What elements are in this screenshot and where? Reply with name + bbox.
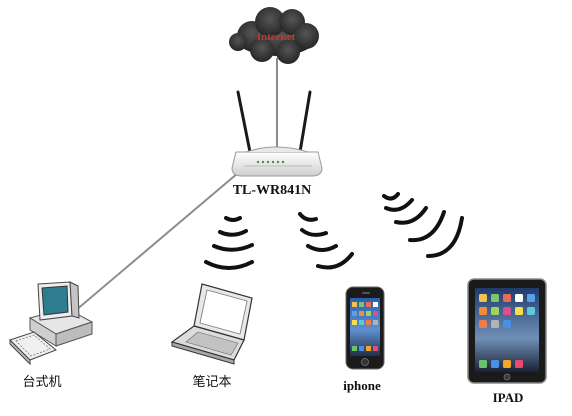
wifi-signal-laptop-icon (204, 216, 254, 270)
ipad-label: IPAD (493, 390, 524, 405)
laptop-icon (170, 283, 253, 365)
wifi-signal-phone-icon (298, 212, 354, 270)
desktop-cable (61, 172, 239, 323)
internet-cloud-icon (229, 7, 319, 64)
iphone-label: iphone (343, 378, 381, 393)
laptop-label: 笔记本 (192, 374, 231, 390)
wifi-signal-tablet-icon (382, 192, 464, 258)
desktop-label: 台式机 (22, 375, 61, 390)
router-label: TL-WR841N (233, 183, 312, 198)
desktop-computer-icon (9, 281, 94, 366)
wireless-router-icon (231, 90, 323, 177)
ipad-icon (467, 278, 547, 384)
iphone-icon (345, 286, 385, 370)
internet-label: Internet (257, 31, 296, 43)
